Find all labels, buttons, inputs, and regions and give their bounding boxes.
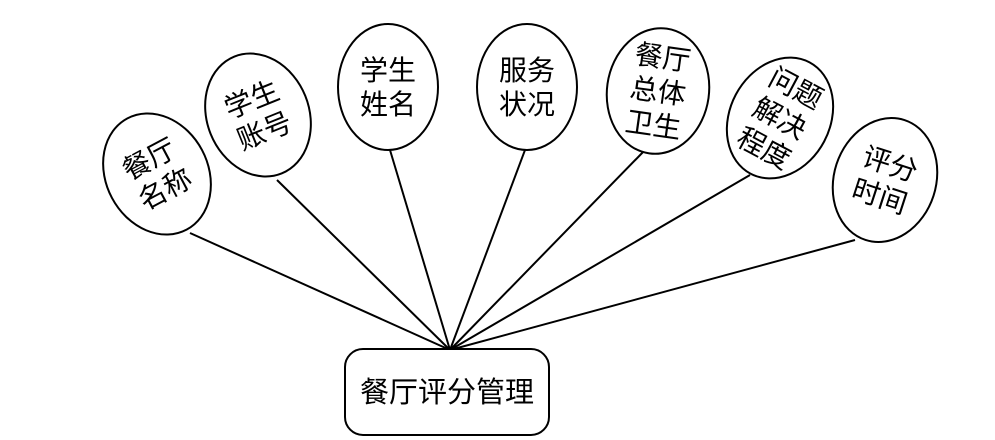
connector-line-student-name [389, 149, 451, 351]
connector-line-restaurant-name [189, 232, 451, 351]
attribute-label-overall-hygiene: 总体 [628, 71, 688, 111]
attribute-ellipse-student-account [204, 52, 312, 178]
attribute-ellipse-service-status [476, 23, 578, 151]
attribute-ellipse-problem-resolution [725, 56, 835, 180]
attribute-ellipse-restaurant-name [102, 112, 212, 236]
attribute-label-service-status: 状况 [499, 88, 555, 121]
entity-label: 餐厅评分管理 [360, 375, 534, 409]
connector-line-service-status [449, 149, 526, 351]
connector-line-overall-hygiene [449, 149, 646, 351]
connector-line-student-account [276, 179, 451, 351]
entity-group: 餐厅评分管理 [344, 348, 550, 436]
attribute-label-overall-hygiene: 卫生 [623, 105, 683, 145]
connector-lines [189, 149, 856, 351]
attribute-label-student-name: 学生 [360, 54, 416, 87]
attribute-ellipses: 餐厅名称学生账号学生姓名服务状况餐厅总体卫生问题解决程度评分时间 [102, 23, 939, 243]
attribute-label-student-name: 姓名 [360, 88, 416, 121]
attribute-label-service-status: 服务 [499, 54, 555, 87]
connector-line-rating-time [449, 239, 856, 351]
attribute-ellipse-rating-time [831, 117, 939, 243]
attribute-label-overall-hygiene: 餐厅 [633, 38, 693, 78]
attribute-ellipse-overall-hygiene [605, 27, 711, 155]
entity-box [344, 348, 550, 436]
connector-line-problem-resolution [449, 174, 751, 351]
attribute-ellipse-student-name [337, 23, 439, 151]
